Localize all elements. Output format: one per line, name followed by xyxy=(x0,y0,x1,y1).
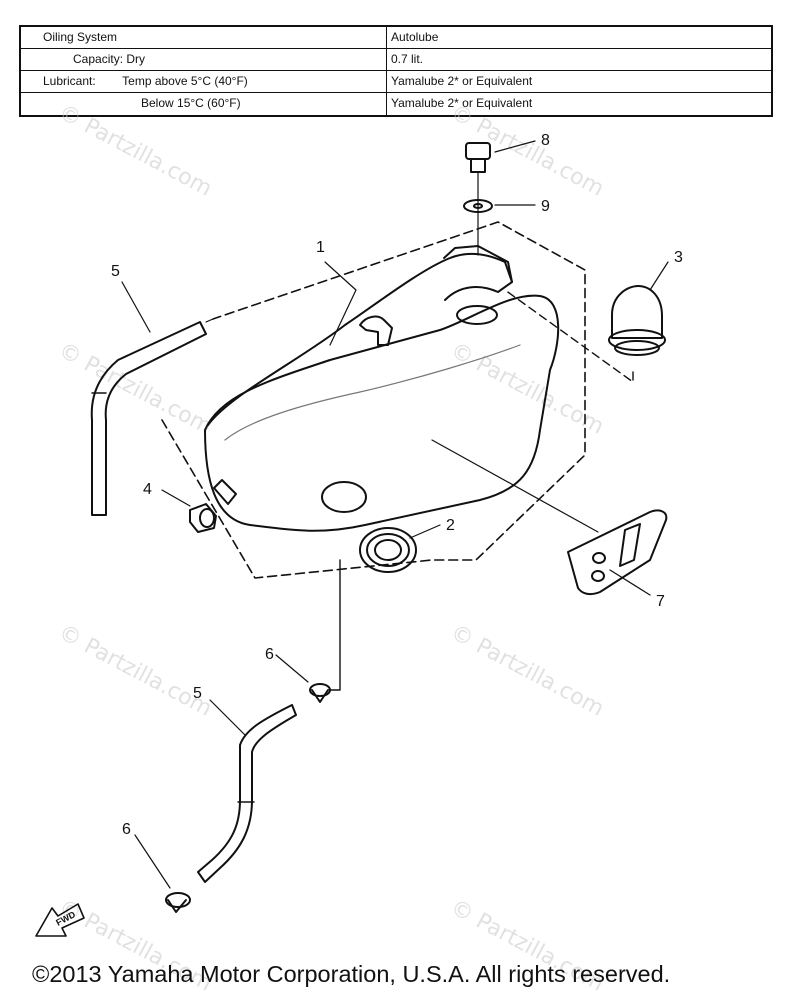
damper-rubber xyxy=(189,503,217,533)
spec-label: Oiling System xyxy=(43,30,118,44)
callout-6b: 6 xyxy=(122,821,131,838)
table-row: Capacity: Dry 0.7 lit. xyxy=(21,49,771,71)
copyright-notice: ©2013 Yamaha Motor Corporation, U.S.A. A… xyxy=(32,961,671,987)
leader-line-7 xyxy=(609,569,651,596)
leader-line-tank-outlet-hose xyxy=(329,559,341,691)
level-gauge-grommet xyxy=(359,527,417,573)
leader-line-5b xyxy=(209,699,246,736)
leader-line-2 xyxy=(409,524,441,539)
oil-tank-level-window xyxy=(321,481,367,513)
spec-label: Capacity: Dry xyxy=(73,52,146,66)
oil-tank-inner-line xyxy=(224,344,521,441)
spec-value: Yamalube 2* or Equivalent xyxy=(391,96,533,110)
table-row: Oiling System Autolube xyxy=(21,27,771,49)
leader-line-3 xyxy=(649,261,669,291)
table-row: Below 15°C (60°F) Yamalube 2* or Equival… xyxy=(21,93,771,114)
washer xyxy=(463,199,493,213)
callout-3: 3 xyxy=(674,249,683,266)
oil-tank-body xyxy=(204,294,560,532)
grommet-cap xyxy=(608,285,666,356)
fwd-arrow-label: FWD xyxy=(54,909,77,928)
leader-dashed xyxy=(504,289,634,383)
upper-oil-hose xyxy=(90,321,207,516)
leader-line-7b xyxy=(431,439,599,533)
leader-line-1 xyxy=(324,261,357,291)
mounting-plate xyxy=(567,509,668,596)
oiling-spec-table: Oiling System Autolube Capacity: Dry 0.7… xyxy=(19,25,773,117)
callout-6a: 6 xyxy=(265,646,274,663)
spec-value: Autolube xyxy=(391,30,439,44)
leader-line-5a xyxy=(121,281,151,333)
lower-oil-hose xyxy=(197,704,297,883)
callout-5a: 5 xyxy=(111,263,120,280)
leader-line-6a xyxy=(275,654,309,683)
hose-clamp-upper xyxy=(309,683,331,703)
spec-value: 0.7 lit. xyxy=(391,52,424,66)
leader-line-6b xyxy=(134,834,171,889)
leader-line-hose-top xyxy=(205,318,214,323)
tank-outlet-fitting xyxy=(213,479,237,505)
table-column-divider xyxy=(386,27,387,115)
callout-5b: 5 xyxy=(193,685,202,702)
fwd-arrow xyxy=(35,903,85,937)
callout-4: 4 xyxy=(143,481,152,498)
oil-tank-filler-opening xyxy=(456,305,498,325)
spec-label: Lubricant: Temp above 5°C (40°F) xyxy=(43,74,248,88)
tank-breather-elbow xyxy=(359,315,393,346)
leader-line-8 xyxy=(494,140,536,153)
oil-tank-cap xyxy=(465,142,491,173)
callout-1: 1 xyxy=(316,239,325,256)
leader-line-1b xyxy=(329,289,357,346)
oil-tank-top-rail xyxy=(207,252,513,426)
callout-7: 7 xyxy=(656,593,665,610)
spec-value: Yamalube 2* or Equivalent xyxy=(391,74,533,88)
leader-line-4 xyxy=(161,489,191,507)
callout-2: 2 xyxy=(446,517,455,534)
table-row: Lubricant: Temp above 5°C (40°F) Yamalub… xyxy=(21,71,771,93)
assembly-boundary-dashed xyxy=(161,221,586,579)
spec-label: Below 15°C (60°F) xyxy=(141,96,241,110)
callout-9: 9 xyxy=(541,198,550,215)
hose-clamp-lower xyxy=(165,892,191,913)
callout-8: 8 xyxy=(541,132,550,149)
